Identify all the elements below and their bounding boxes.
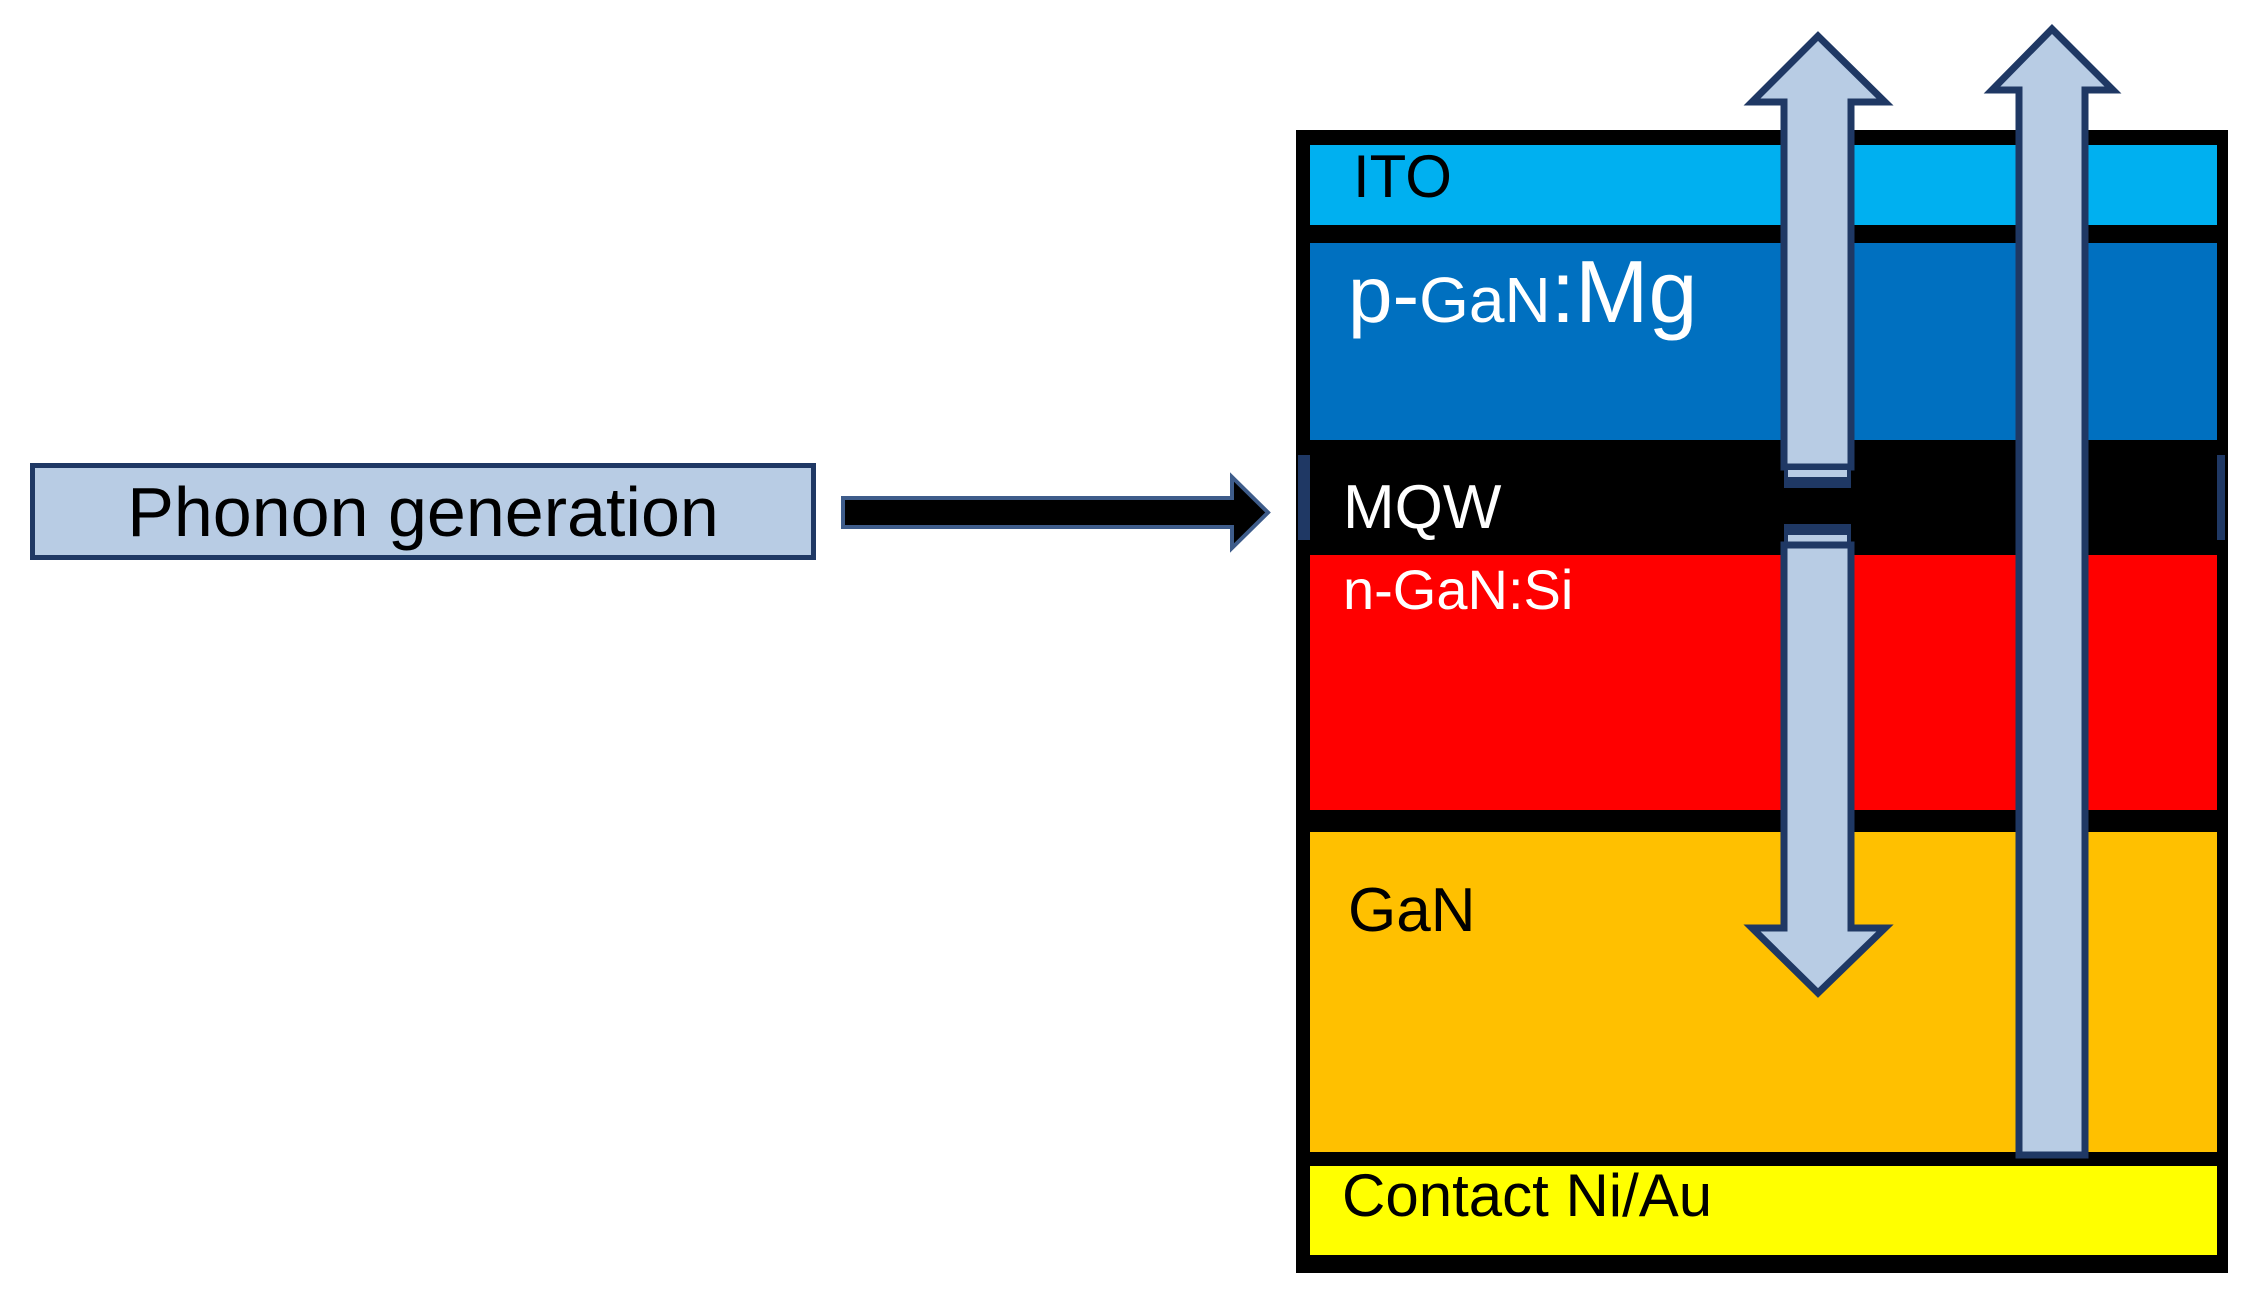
layer-ito-label: ITO xyxy=(1353,143,1452,210)
layer-gan-label: GaN xyxy=(1348,876,1476,945)
layer-mqw: MQW xyxy=(1310,440,2217,555)
p-gan-label-part-2: GaN xyxy=(1419,264,1551,336)
mqw-right-edge-navy-sliver xyxy=(2217,455,2225,540)
layer-contact-ni-au-label: Contact Ni/Au xyxy=(1342,1162,1713,1229)
phonon-generation-box: Phonon generation xyxy=(30,463,816,560)
p-gan-label-part-3: :Mg xyxy=(1550,242,1698,341)
layer-n-gan-si: n-GaN:Si xyxy=(1310,555,2217,810)
layer-p-gan-mg-label: p-GaN:Mg xyxy=(1348,248,1697,336)
right-arrow-icon xyxy=(841,472,1271,553)
p-gan-label-part-1: p- xyxy=(1348,250,1420,339)
layer-n-gan-si-label: n-GaN:Si xyxy=(1343,558,1574,621)
layer-p-gan-mg: p-GaN:Mg xyxy=(1310,243,2217,440)
mqw-left-edge-navy-sliver xyxy=(1298,455,1310,540)
phonon-generation-label: Phonon generation xyxy=(127,472,719,551)
layer-contact-ni-au: Contact Ni/Au xyxy=(1310,1166,2217,1255)
layer-ito: ITO xyxy=(1310,145,2217,225)
led-device-stack: ITO p-GaN:Mg MQW n-GaN:Si GaN Contact Ni… xyxy=(1296,130,2228,1273)
layer-gan: GaN xyxy=(1310,832,2217,1152)
layer-mqw-label: MQW xyxy=(1343,473,1502,542)
